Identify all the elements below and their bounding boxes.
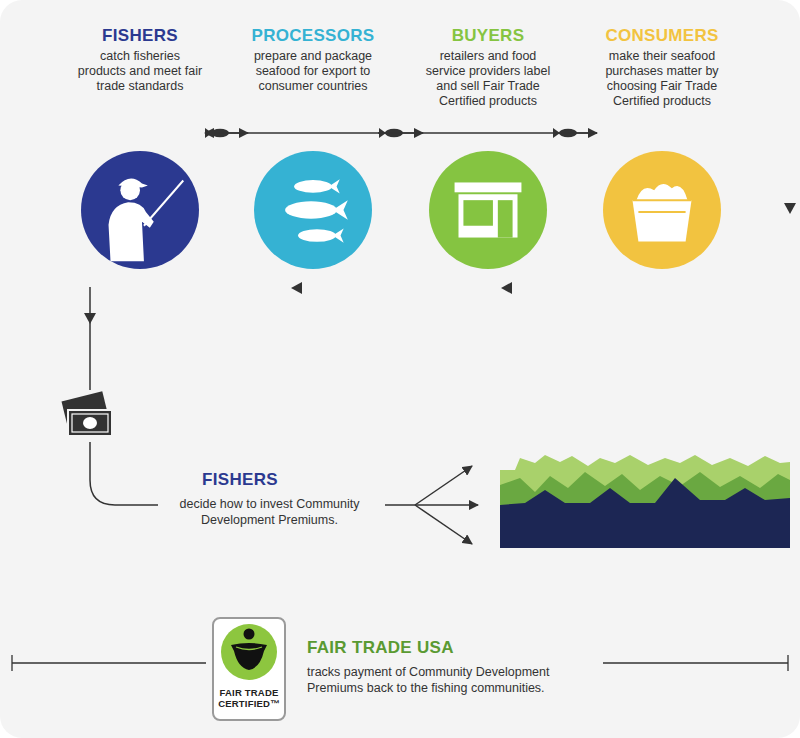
food-contents [636, 184, 687, 200]
org-heading: FAIR TRADE USA [307, 638, 597, 658]
step-circle [254, 151, 372, 269]
supply-chain-step: PROCESSORS prepare and package seafood fo… [248, 26, 378, 269]
step-heading: PROCESSORS [248, 26, 378, 46]
shop-roof [455, 182, 522, 192]
fish-body [285, 201, 337, 218]
step-disc [603, 151, 721, 269]
bracket-line [603, 662, 788, 663]
logo-bowl [231, 643, 267, 670]
step-icon [455, 182, 522, 237]
step-description: catch fisheries products and meet fair t… [75, 49, 205, 94]
money-seal [83, 417, 97, 429]
fish-icon [298, 228, 344, 242]
shop-window [463, 200, 493, 226]
fork-branch [415, 504, 478, 506]
step-description: retailers and food service providers lab… [423, 49, 553, 109]
village-layer [500, 478, 790, 548]
step-icon [109, 178, 184, 261]
fair-trade-logo [213, 618, 285, 720]
village-layer [500, 455, 790, 548]
track-arrow [784, 203, 796, 214]
money-border [72, 414, 108, 432]
fork-stem [385, 504, 415, 506]
fish-icon [294, 179, 340, 193]
step-disc [429, 151, 547, 269]
food-box-fold [633, 200, 692, 212]
step-heading: FISHERS [75, 26, 205, 46]
money-bill [68, 410, 112, 436]
premium-line [90, 442, 158, 505]
village-layer [500, 472, 790, 548]
step-icon [285, 179, 348, 242]
step-heading: CONSUMERS [597, 26, 727, 46]
fish-body [294, 180, 332, 193]
shop-wall [459, 194, 518, 237]
logo-frame [213, 618, 285, 720]
fish-icon [285, 200, 348, 219]
invest-fork [385, 466, 478, 544]
food-box [633, 200, 692, 241]
supply-chain-step: BUYERS retailers and food service provide… [423, 26, 553, 269]
fishing-rod [144, 181, 183, 226]
fork-branch [415, 505, 472, 544]
track-arrow [291, 282, 302, 294]
logo-head [244, 629, 255, 640]
premium-line [89, 287, 91, 390]
fish-tail [329, 179, 340, 193]
logo-text: FAIR TRADE CERTIFIED™ [215, 688, 283, 709]
step-circle [429, 151, 547, 269]
community-note: decide how to invest Community Developme… [162, 496, 377, 528]
community-village [500, 455, 790, 548]
step-disc [81, 151, 199, 269]
fish-tail [333, 228, 344, 242]
premium-arrow [84, 313, 96, 324]
shop-door [498, 200, 513, 237]
step-circle [603, 151, 721, 269]
supply-chain-step: FISHERS catch fisheries products and meet… [75, 26, 205, 269]
org-note: tracks payment of Community Development … [307, 664, 599, 696]
money-icon [61, 391, 112, 436]
fork-branch [415, 466, 472, 505]
logo-bowl-rim [236, 647, 262, 650]
bracket-line [12, 662, 206, 663]
track-arrow [501, 282, 512, 294]
fish-tail [333, 200, 348, 219]
supply-chain-step: CONSUMERS make their seafood purchases ma… [597, 26, 727, 269]
step-icon [633, 184, 692, 242]
step-heading: BUYERS [423, 26, 553, 46]
bracket-tick [787, 655, 788, 671]
community-heading: FISHERS [140, 470, 340, 490]
step-circle [81, 151, 199, 269]
fisher-body [109, 202, 154, 261]
step-disc [254, 151, 372, 269]
step-description: make their seafood purchases matter by c… [597, 49, 727, 109]
flow-connector [205, 132, 597, 134]
bracket-tick [11, 655, 12, 671]
fisher-cap [118, 178, 148, 187]
logo-disc [221, 624, 277, 680]
step-description: prepare and package seafood for export t… [248, 49, 378, 94]
fish-body [298, 229, 336, 242]
